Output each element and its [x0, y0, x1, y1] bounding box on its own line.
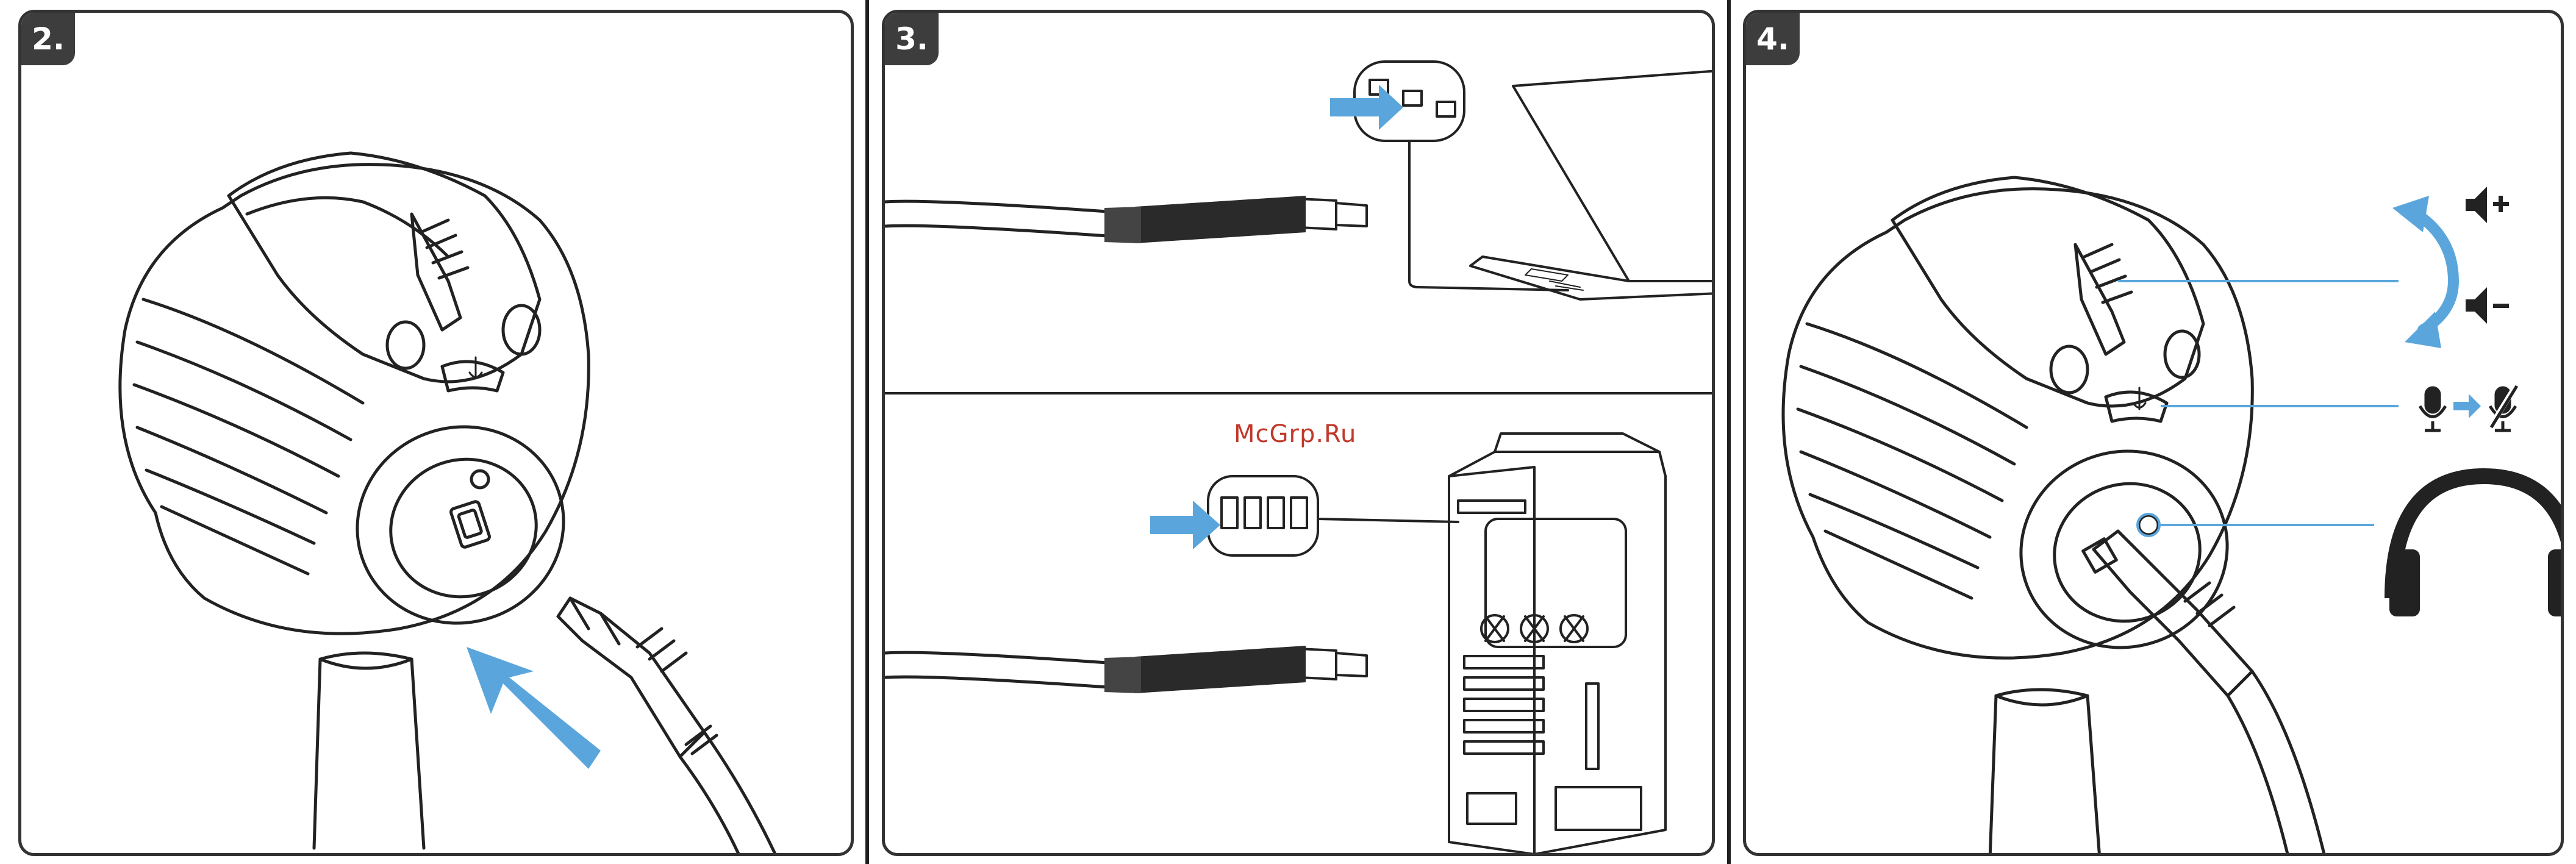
headphones-icon	[2389, 476, 2564, 616]
step-4-panel: 4.	[1743, 10, 2564, 856]
mute-button-icon	[442, 357, 503, 391]
mic-muted-icon	[2490, 386, 2517, 430]
volume-down-icon	[2466, 287, 2509, 324]
microphone-usb-illustration	[21, 13, 854, 856]
microphone-body-icon	[1783, 177, 2253, 674]
mic-icon	[2420, 388, 2445, 430]
usb-c-cable-icon	[558, 598, 778, 856]
usb-c-cable-icon	[2083, 531, 2325, 856]
mic-arrow-icon	[2453, 394, 2481, 418]
step-2-panel: 2.	[18, 10, 854, 856]
step-3-panel: 3.	[882, 10, 1715, 856]
watermark-text: McGrp.Ru	[1234, 420, 1356, 448]
panel-divider-left	[865, 0, 869, 864]
volume-dial-icon	[2075, 245, 2131, 354]
stand-icon	[314, 653, 424, 848]
microphone-body-icon	[120, 153, 589, 650]
insert-arrow-icon	[1150, 85, 1403, 549]
usb-plug-top	[1104, 196, 1306, 243]
rotate-arrowheads	[2392, 196, 2441, 348]
usb-plug-bottom	[1104, 646, 1306, 693]
desktop-port-zoom	[1208, 476, 1458, 555]
stand-icon	[1990, 690, 2100, 856]
laptop-icon	[1470, 71, 1715, 299]
controls-illustration	[1746, 13, 2564, 856]
panel-divider-right	[1727, 0, 1731, 864]
desktop-tower-icon	[1449, 434, 1665, 854]
volume-up-icon	[2466, 187, 2509, 223]
